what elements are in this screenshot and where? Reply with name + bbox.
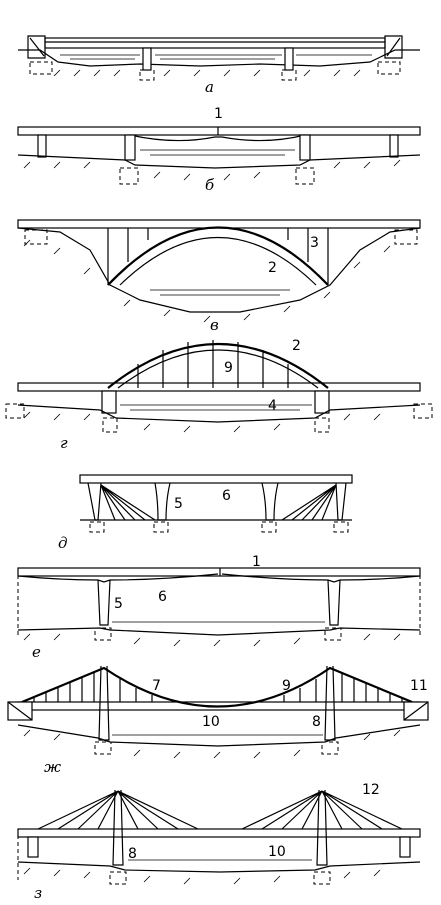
callout-number: 6 — [158, 589, 167, 605]
panel-label-b: б — [205, 176, 215, 194]
panel-g: 2 9 4 г — [5, 338, 433, 452]
callout-number: 2 — [268, 260, 277, 276]
panel-label-d: д — [58, 534, 68, 552]
panel-e: 1 5 6 е — [17, 554, 421, 661]
panel-a: а — [18, 35, 420, 96]
callout-number: 5 — [114, 596, 123, 612]
callout-number: 2 — [292, 338, 301, 354]
panel-label-v: в — [210, 316, 219, 334]
panel-b: 1 б — [17, 106, 421, 194]
callout-number: 10 — [268, 844, 286, 860]
panel-label-e: е — [32, 643, 41, 661]
callout-number: 8 — [312, 714, 321, 730]
panel-label-zh: ж — [44, 758, 61, 776]
callout-number: 9 — [282, 678, 291, 694]
panel-label-z: з — [34, 884, 42, 902]
callout-number: 6 — [222, 488, 231, 504]
callout-number: 11 — [410, 678, 428, 694]
panel-z: 12 8 10 з — [17, 782, 421, 902]
panel-v: 3 2 в — [17, 219, 421, 334]
callout-number: 10 — [202, 714, 220, 730]
callout-number: 7 — [152, 678, 161, 694]
callout-number: 9 — [224, 360, 233, 376]
panel-zh: 7 9 11 10 8 ж — [7, 665, 429, 776]
callout-number: 12 — [362, 782, 380, 798]
callout-number: 4 — [268, 398, 277, 414]
panel-label-a: а — [205, 78, 214, 96]
callout-number: 8 — [128, 846, 137, 862]
callout-number: 1 — [214, 106, 223, 122]
callout-number: 5 — [174, 496, 183, 512]
callout-number: 1 — [252, 554, 261, 570]
panel-label-g: г — [60, 434, 68, 452]
panel-d: 5 6 д — [58, 474, 353, 552]
callout-number: 3 — [310, 235, 319, 251]
